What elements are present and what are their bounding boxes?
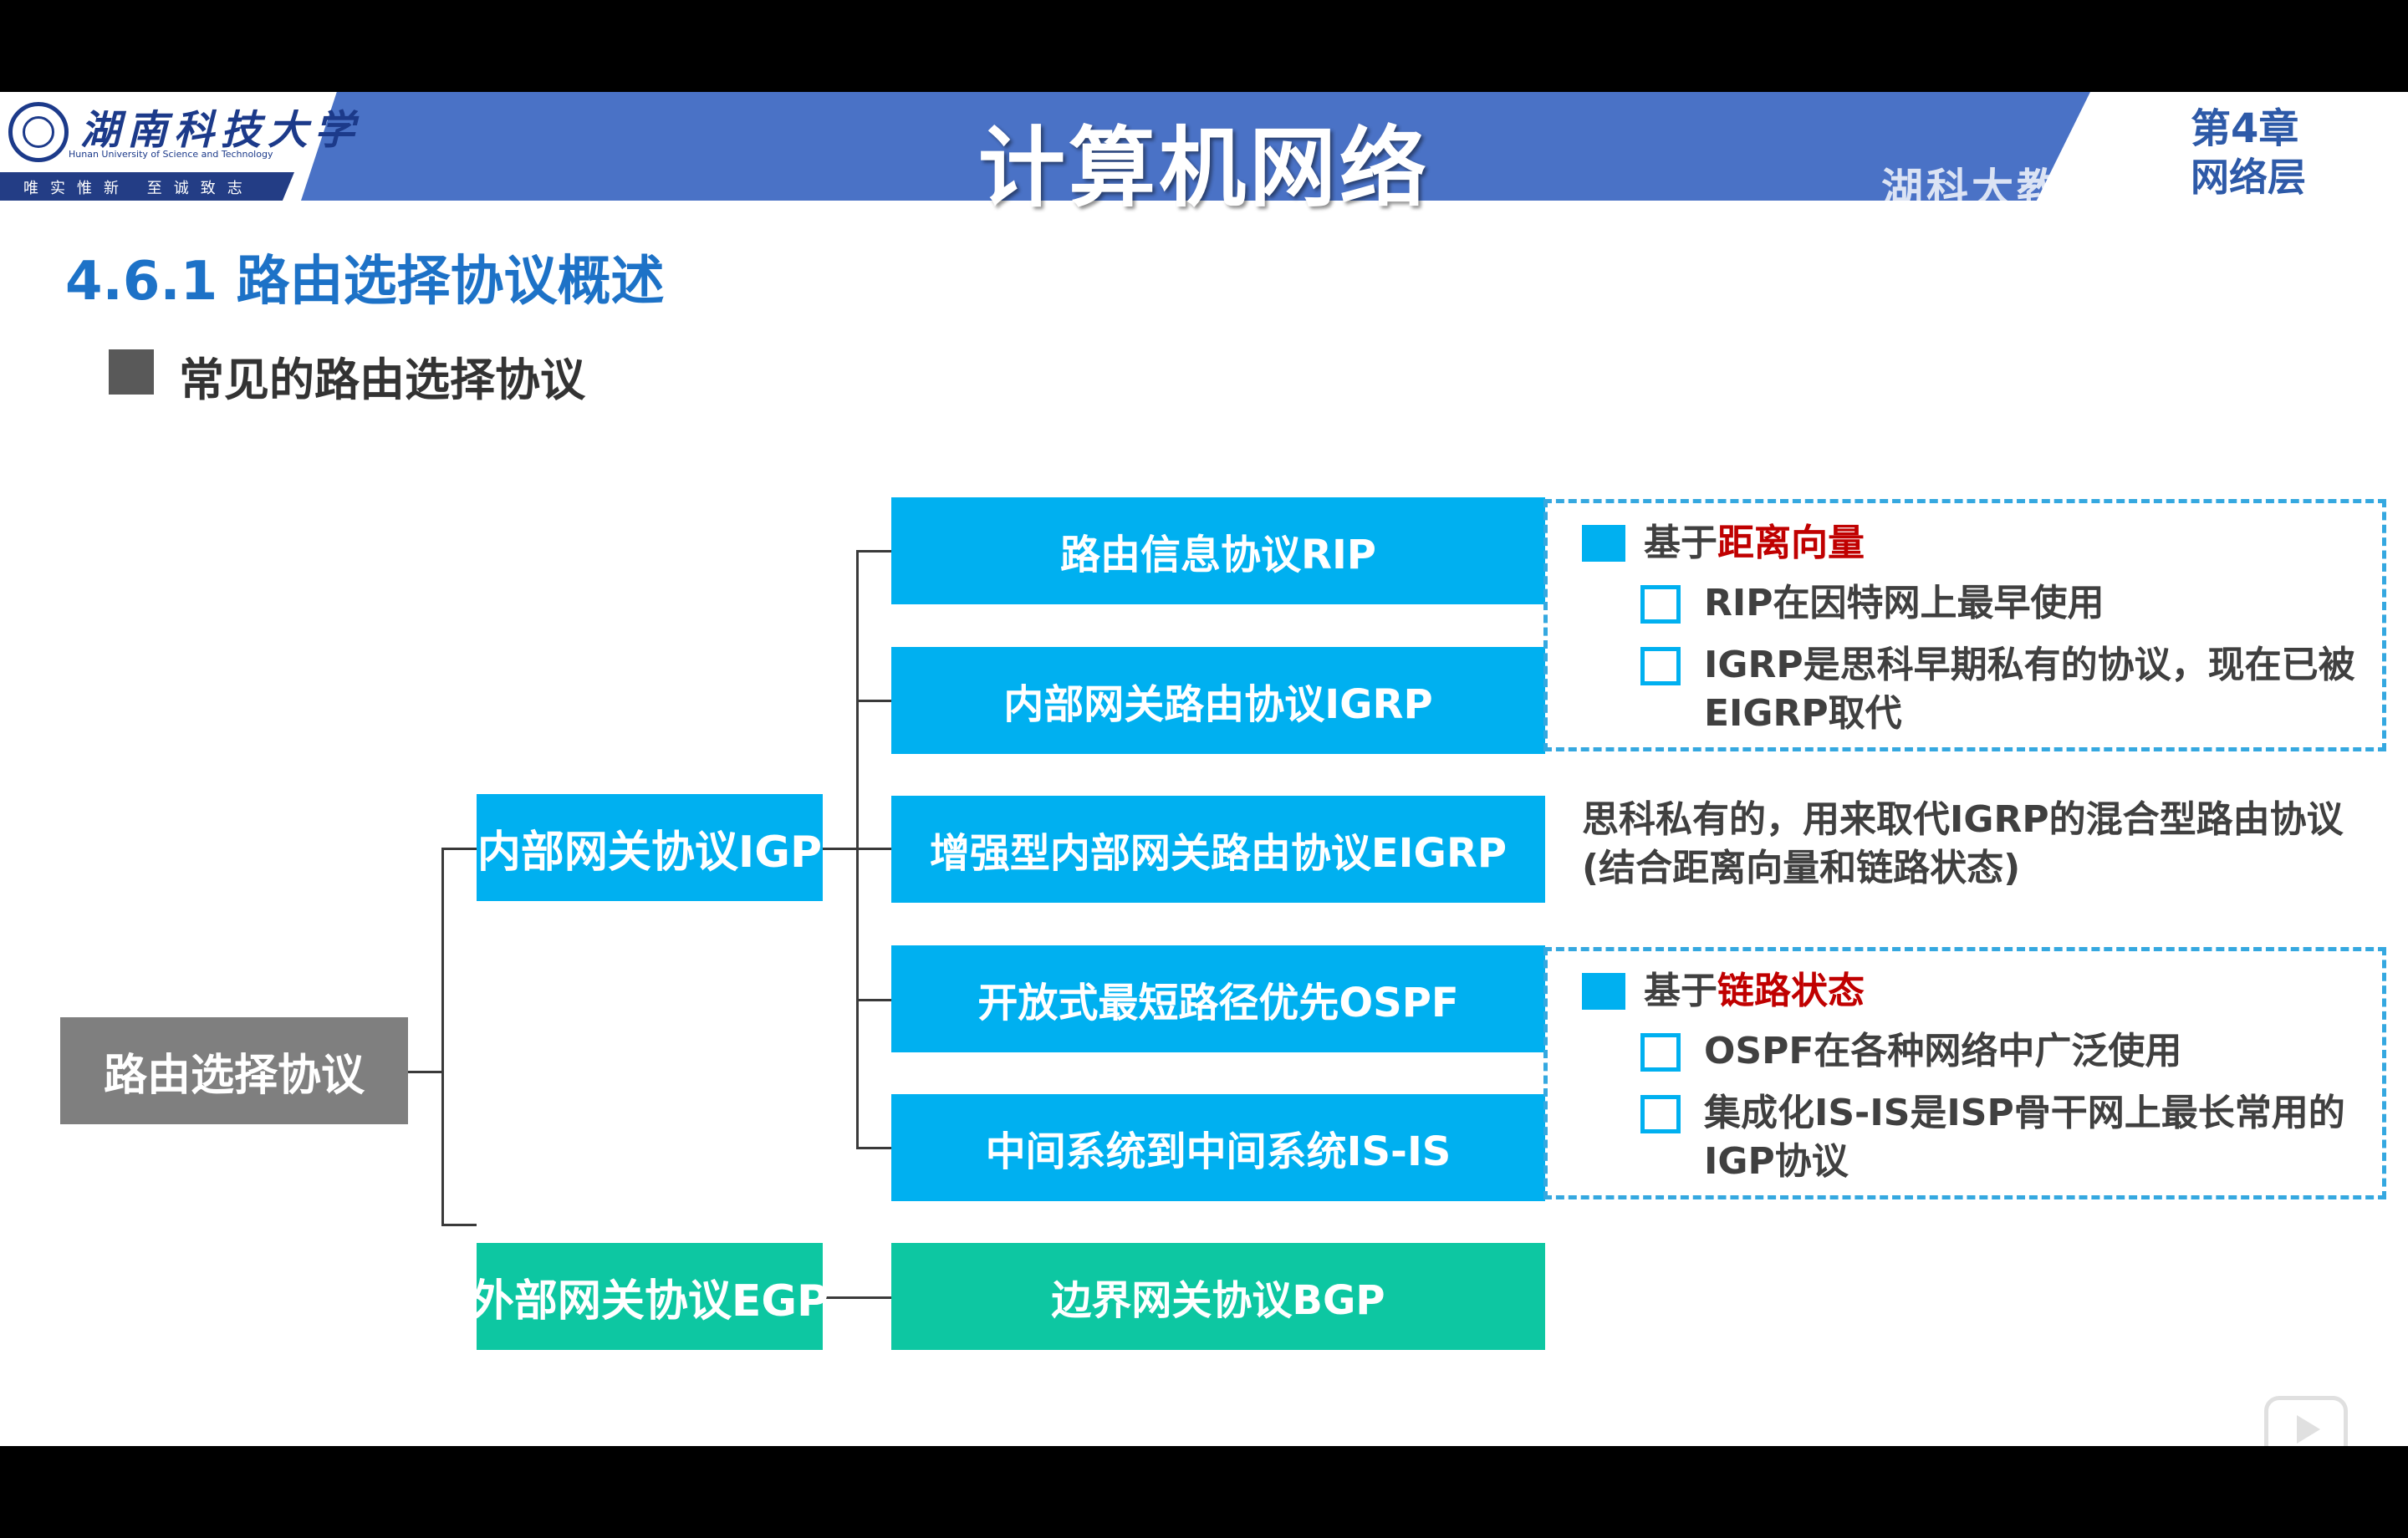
university-motto: 唯实惟新 至诚致志	[23, 180, 254, 197]
dv-item-igrp: IGRP是思科早期私有的协议，现在已被 EIGRP取代	[1704, 644, 2355, 735]
university-english-name: Hunan University of Science and Technolo…	[69, 149, 273, 160]
connector-line	[823, 1296, 891, 1299]
eigrp-box: 增强型内部网关路由协议EIGRP	[891, 796, 1545, 903]
header-motto-strip	[0, 172, 294, 201]
igp-box: 内部网关协议IGP	[477, 794, 823, 901]
distance-vector-frame	[1543, 499, 2386, 751]
ls-item-ospf: OSPF在各种网络中广泛使用	[1704, 1030, 2182, 1072]
connector-line	[856, 550, 891, 553]
connector-line	[441, 1224, 477, 1226]
checkbox-square-icon	[1640, 1033, 1681, 1072]
connector-line	[856, 700, 891, 702]
watermark: 湖科大教书匠	[1881, 165, 2152, 213]
root-box: 路由选择协议	[60, 1017, 408, 1124]
slide: 湖南科技大学 Hunan University of Science and T…	[0, 92, 2408, 1446]
filled-square-icon	[1582, 973, 1625, 1010]
university-emblem-icon	[8, 102, 69, 162]
egp-box: 外部网关协议EGP	[471, 1243, 829, 1350]
play-icon	[2297, 1415, 2320, 1444]
ls-item-isis: 集成化IS-IS是ISP骨干网上最长常用的 IGP协议	[1704, 1092, 2345, 1183]
connector-line	[441, 848, 477, 850]
distance-vector-highlight: 距离向量	[1717, 522, 1865, 564]
connector-line	[441, 848, 444, 1225]
filled-square-icon	[1582, 525, 1625, 562]
university-name: 湖南科技大学	[80, 107, 362, 154]
link-state-highlight: 链路状态	[1717, 970, 1865, 1012]
checkbox-square-icon	[1640, 647, 1681, 685]
connector-line	[856, 1147, 891, 1149]
section-title: 4.6.1 路由选择协议概述	[65, 251, 665, 313]
chapter-label: 第4章	[2191, 105, 2299, 152]
link-state-frame	[1543, 947, 2386, 1199]
igrp-box: 内部网关路由协议IGRP	[891, 647, 1545, 754]
course-title: 计算机网络	[977, 117, 1430, 219]
bgp-box: 边界网关协议BGP	[891, 1243, 1545, 1350]
checkbox-square-icon	[1640, 585, 1681, 624]
rip-box: 路由信息协议RIP	[891, 497, 1545, 604]
bullet-square-icon	[109, 349, 154, 395]
connector-line	[856, 550, 859, 1148]
ospf-box: 开放式最短路径优先OSPF	[891, 945, 1545, 1052]
subtitle: 常见的路由选择协议	[179, 354, 585, 406]
checkbox-square-icon	[1640, 1095, 1681, 1133]
connector-line	[408, 1071, 443, 1073]
connector-line	[856, 999, 891, 1001]
isis-box: 中间系统到中间系统IS-IS	[891, 1094, 1545, 1201]
eigrp-note: 思科私有的，用来取代IGRP的混合型路由协议 (结合距离向量和链路状态)	[1582, 798, 2344, 889]
dv-item-rip: RIP在因特网上最早使用	[1704, 582, 2104, 624]
slide-header: 湖南科技大学 Hunan University of Science and T…	[0, 92, 2408, 219]
play-button[interactable]	[2264, 1396, 2348, 1446]
distance-vector-heading: 基于距离向量	[1644, 522, 1865, 564]
chapter-subtitle: 网络层	[2191, 155, 2306, 200]
header-title-band	[301, 92, 2090, 201]
link-state-heading: 基于链路状态	[1644, 970, 1865, 1012]
